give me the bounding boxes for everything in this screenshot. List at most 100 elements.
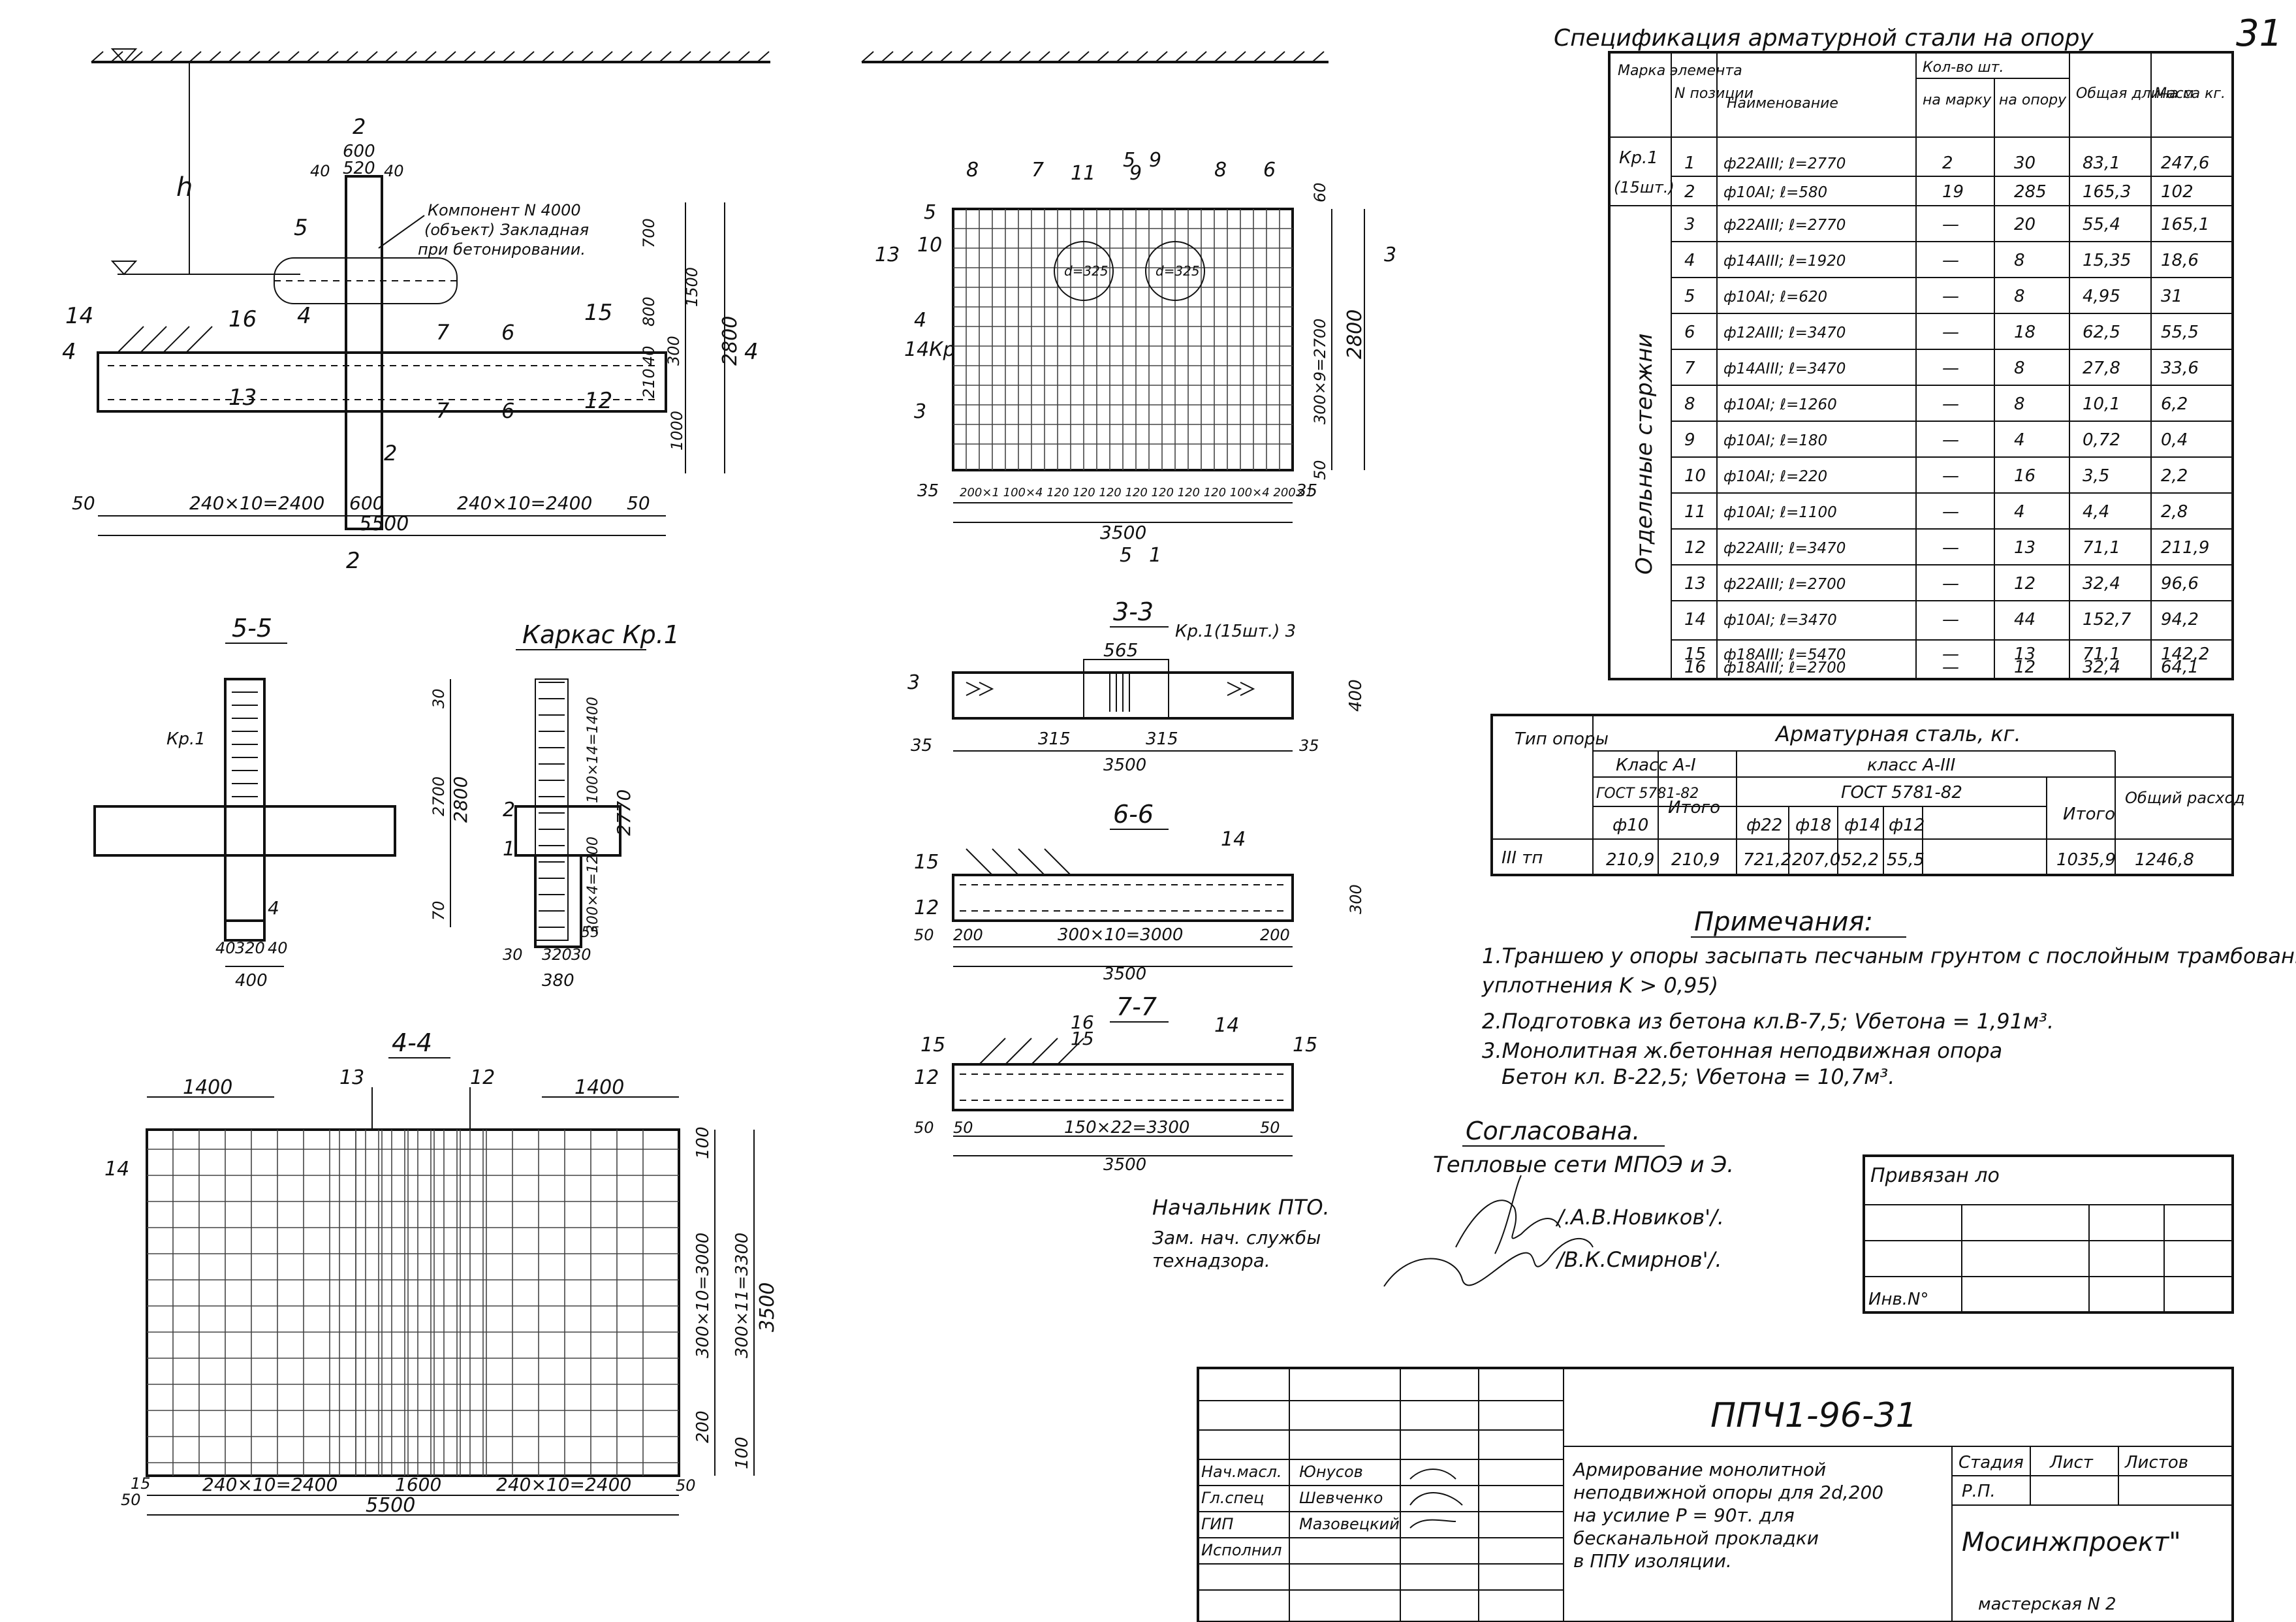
svg-text:Армирование монолитной: Армирование монолитной xyxy=(1572,1459,1826,1480)
svg-text:Итого: Итого xyxy=(1668,798,1720,818)
svg-text:N позиции: N позиции xyxy=(1675,86,1753,102)
spec-cell-pos: 10 xyxy=(1684,466,1706,486)
spec-cell-per_support: 18 xyxy=(2014,323,2036,342)
spec-cell-name: ф22АIII; ℓ=2770 xyxy=(1723,155,1846,172)
svg-text:1: 1 xyxy=(1149,544,1161,567)
svg-text:55: 55 xyxy=(581,925,599,941)
spec-cell-per_support: 8 xyxy=(2014,251,2025,270)
svg-text:300: 300 xyxy=(1347,884,1365,914)
svg-text:600: 600 xyxy=(343,142,375,161)
spec-cell-per_mark: — xyxy=(1942,215,1959,234)
svg-text:/.А.В.Новиков'/.: /.А.В.Новиков'/. xyxy=(1555,1205,1724,1230)
svg-text:30: 30 xyxy=(503,946,523,964)
group-label: Отдельные стержни xyxy=(1631,333,1658,575)
spec-cell-per_support: 13 xyxy=(2014,538,2036,558)
svg-text:320: 320 xyxy=(235,939,265,957)
title-block: ППЧ1-96-31 Нач.масл. Юнусов Гл.спец Шевч… xyxy=(1197,1367,2234,1622)
svg-text:Класс А-I: Класс А-I xyxy=(1616,755,1696,775)
spec-cell-per_support: 12 xyxy=(2014,658,2036,677)
spec-cell-mass: 2,2 xyxy=(2161,466,2188,486)
svg-text:4: 4 xyxy=(268,897,279,919)
section-6-6: 6-6 15 12 14 50 200 300×10=3000 200 3500… xyxy=(914,800,1365,984)
svg-text:Шевченко: Шевченко xyxy=(1299,1489,1383,1507)
svg-text:6: 6 xyxy=(1263,159,1276,182)
svg-text:7: 7 xyxy=(1031,159,1044,182)
spec-cell-length: 71,1 xyxy=(2083,538,2120,558)
svg-text:14: 14 xyxy=(104,1158,129,1181)
svg-text:Наименование: Наименование xyxy=(1727,95,1838,112)
svg-text:100: 100 xyxy=(693,1126,713,1159)
svg-text:520: 520 xyxy=(343,159,375,178)
svg-text:200: 200 xyxy=(693,1410,713,1443)
spec-cell-per_support: 44 xyxy=(2014,610,2036,629)
svg-text:15: 15 xyxy=(584,300,612,326)
spec-cell-per_mark: — xyxy=(1942,610,1959,629)
svg-text:на марку: на марку xyxy=(1923,92,1992,108)
svg-text:16: 16 xyxy=(1071,1011,1094,1033)
svg-text:40: 40 xyxy=(640,345,658,366)
svg-text:14: 14 xyxy=(1221,828,1246,851)
svg-text:Арматурная сталь, кг.: Арматурная сталь, кг. xyxy=(1774,722,2021,746)
svg-text:5500: 5500 xyxy=(359,513,409,535)
svg-text:2: 2 xyxy=(503,799,515,821)
spec-cell-name: ф14АIII; ℓ=1920 xyxy=(1723,253,1846,270)
svg-text:(15шт.): (15шт.) xyxy=(1614,178,1675,197)
spec-cell-per_support: 8 xyxy=(2014,287,2025,306)
signature-1 xyxy=(1455,1175,1561,1254)
svg-text:11: 11 xyxy=(1071,162,1095,185)
svg-text:1500: 1500 xyxy=(683,267,701,307)
svg-text:ГИП: ГИП xyxy=(1201,1515,1233,1533)
svg-text:50: 50 xyxy=(914,1119,934,1137)
svg-text:210,9: 210,9 xyxy=(1606,850,1654,870)
svg-text:50: 50 xyxy=(627,492,650,514)
spec-cell-mass: 94,2 xyxy=(2161,610,2199,629)
section-4-4: 4-4 13 12 14 1400 1400 15 50 240×10=2400… xyxy=(104,1028,779,1517)
svg-text:9: 9 xyxy=(1149,149,1161,172)
svg-text:13: 13 xyxy=(228,385,257,411)
svg-text:50: 50 xyxy=(676,1476,696,1495)
svg-text:13: 13 xyxy=(339,1066,364,1089)
spec-cell-pos: 2 xyxy=(1684,182,1695,202)
svg-text:1600: 1600 xyxy=(395,1474,441,1495)
spec-cell-per_mark: — xyxy=(1942,430,1959,450)
spec-cell-name: ф22АIII; ℓ=2770 xyxy=(1723,217,1846,234)
svg-text:3.Монолитная ж.бетонная неподв: 3.Монолитная ж.бетонная неподвижная опор… xyxy=(1482,1038,2002,1063)
spec-cell-mass: 31 xyxy=(2161,287,2182,306)
svg-text:2770: 2770 xyxy=(613,789,635,836)
section-5-5: 5-5 Кр.1 4 40 320 40 400 30 2700 70 2800 xyxy=(93,614,471,991)
spec-cell-name: ф10АI; ℓ=180 xyxy=(1723,432,1827,449)
spec-cell-pos: 1 xyxy=(1684,153,1695,173)
svg-text:технадзора.: технадзора. xyxy=(1152,1250,1270,1271)
spec-cell-pos: 8 xyxy=(1684,394,1695,414)
svg-text:мастерская N 2: мастерская N 2 xyxy=(1978,1595,2116,1614)
svg-text:(объект) Закладная: (объект) Закладная xyxy=(424,221,589,239)
svg-text:300×4=1200: 300×4=1200 xyxy=(585,836,601,934)
spec-cell-per_mark: — xyxy=(1942,574,1959,594)
spec-cell-name: ф18АIII; ℓ=5470 xyxy=(1723,646,1846,663)
svg-text:6: 6 xyxy=(501,320,514,345)
spec-cell-length: 55,4 xyxy=(2083,215,2120,234)
spec-cell-mass: 6,2 xyxy=(2161,394,2188,414)
svg-text:60: 60 xyxy=(1311,182,1329,202)
spec-cell-pos: 7 xyxy=(1684,358,1695,378)
svg-text:207,0: 207,0 xyxy=(1792,850,1840,870)
svg-text:6: 6 xyxy=(501,398,514,423)
spec-cell-length: 3,5 xyxy=(2083,466,2109,486)
svg-text:1: 1 xyxy=(503,838,515,861)
svg-text:3500: 3500 xyxy=(756,1282,779,1332)
svg-text:2800: 2800 xyxy=(450,776,471,823)
svg-text:14Кр: 14Кр xyxy=(904,338,956,361)
svg-text:ф22: ф22 xyxy=(1746,816,1782,835)
spec-cell-name: ф18АIII; ℓ=2700 xyxy=(1723,660,1846,676)
spec-cell-per_mark: — xyxy=(1942,538,1959,558)
spec-cell-name: ф10АI; ℓ=580 xyxy=(1723,184,1827,201)
spec-cell-pos: 9 xyxy=(1684,430,1695,450)
spec-cell-mass: 102 xyxy=(2161,182,2194,202)
svg-text:Мосинжпроект": Мосинжпроект" xyxy=(1962,1527,2181,1557)
svg-text:уплотнения K > 0,95): уплотнения K > 0,95) xyxy=(1481,973,1718,998)
spec-cell-per_mark: — xyxy=(1942,358,1959,378)
svg-text:40: 40 xyxy=(310,162,330,180)
svg-text:3: 3 xyxy=(914,400,926,423)
svg-text:315: 315 xyxy=(1146,729,1178,749)
